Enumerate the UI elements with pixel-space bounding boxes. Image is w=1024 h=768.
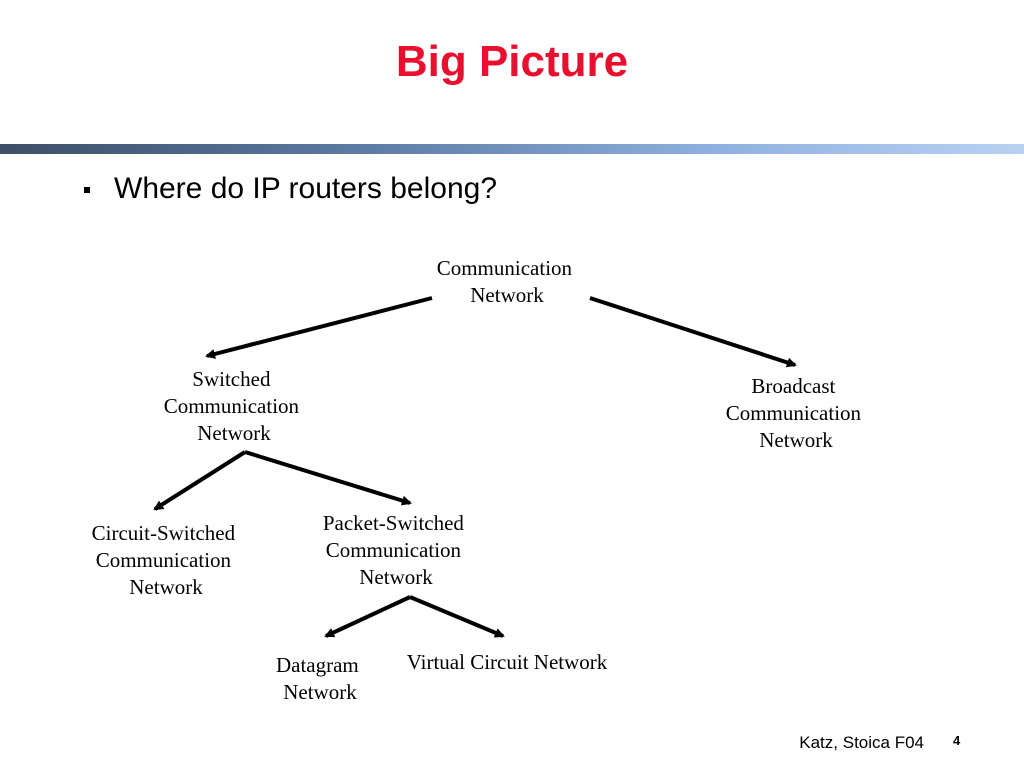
node-label-line: Communication [96, 548, 232, 572]
node-label-line: Communication [726, 401, 862, 425]
node-label-line: Communication [326, 538, 462, 562]
slide-title: Big Picture [395, 37, 629, 86]
node-label-line: Broadcast [751, 374, 835, 398]
edge-root-to-broadcast [589, 296, 797, 368]
node-label-line: Communication [164, 394, 300, 418]
node-label-line: Network [197, 421, 271, 445]
node-circuit-switched-network: Circuit-Switched Communication Network [92, 521, 241, 599]
node-switched-communication-network: Switched Communication Network [164, 367, 305, 445]
square-bullet-icon [84, 187, 90, 193]
node-communication-network: Communication Network [437, 256, 578, 307]
node-label-line: Switched [192, 367, 271, 391]
node-label-line: Datagram [276, 653, 359, 677]
node-label-line: Packet-Switched [323, 511, 465, 535]
node-virtual-circuit-network: Virtual Circuit Network [407, 650, 608, 674]
node-label-line: Communication [437, 256, 573, 280]
edge-switched-to-circuit [153, 450, 247, 511]
title-divider [0, 144, 1024, 154]
node-label-line: Virtual Circuit Network [407, 650, 608, 674]
edge-packet-to-datagram [324, 595, 411, 638]
node-label-line: Network [129, 575, 203, 599]
node-label-line: Network [359, 565, 433, 589]
node-label-line: Network [759, 428, 833, 452]
edge-switched-to-packet [244, 450, 412, 506]
bullet-item: Where do IP routers belong? [84, 170, 497, 208]
bullet-text: Where do IP routers belong? [114, 172, 498, 205]
node-packet-switched-network: Packet-Switched Communication Network [323, 511, 469, 589]
edge-packet-to-virtual-circuit [409, 595, 505, 638]
node-datagram-network: Datagram Network [276, 653, 364, 704]
page-number: 4 [953, 733, 961, 748]
edge-root-to-switched [205, 296, 433, 359]
node-label-line: Network [470, 283, 544, 307]
footer-credit: Katz, Stoica F04 [799, 733, 924, 752]
node-label-line: Circuit-Switched [92, 521, 236, 545]
node-broadcast-communication-network: Broadcast Communication Network [726, 374, 867, 452]
node-label-line: Network [283, 680, 357, 704]
